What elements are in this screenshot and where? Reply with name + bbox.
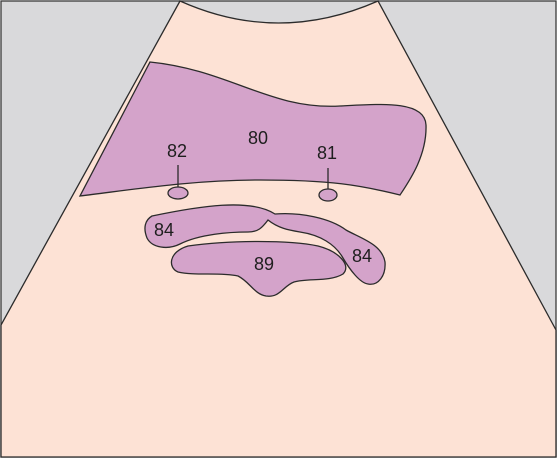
label-84-left: 84	[154, 220, 174, 240]
label-82: 82	[167, 141, 187, 161]
label-89: 89	[254, 254, 274, 274]
structure-81	[319, 189, 337, 201]
label-81: 81	[317, 143, 337, 163]
label-80: 80	[248, 128, 268, 148]
label-84-right: 84	[352, 246, 372, 266]
structure-82	[168, 187, 188, 199]
